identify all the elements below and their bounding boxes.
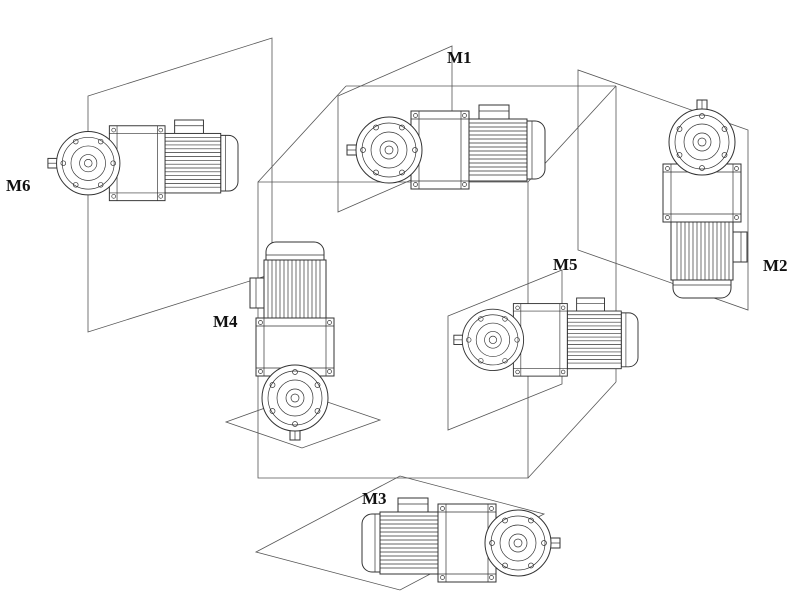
label-m3: M3 — [362, 489, 387, 508]
gearmotor-m1 — [346, 104, 546, 190]
label-m2: M2 — [763, 256, 788, 275]
label-m1: M1 — [447, 48, 472, 67]
label-m6: M6 — [6, 176, 31, 195]
gearmotor-m2 — [662, 99, 748, 299]
plane-m3 — [254, 475, 546, 591]
label-m4: M4 — [213, 312, 238, 331]
gearmotor-m4 — [249, 241, 335, 441]
gearmotor-m5 — [453, 297, 639, 377]
plane-m5 — [447, 269, 563, 431]
label-m5: M5 — [553, 255, 578, 274]
gearmotor-m6 — [47, 119, 239, 202]
